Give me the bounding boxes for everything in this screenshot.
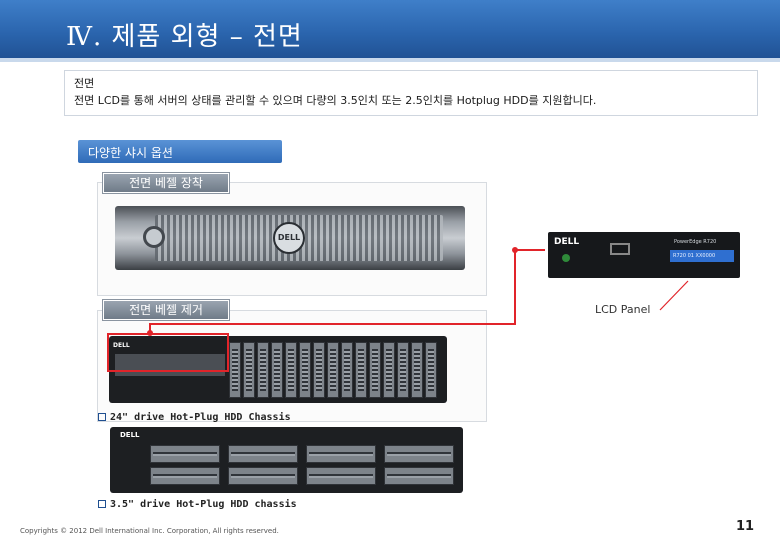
drive-bay	[306, 445, 376, 463]
caption-text: 24" drive Hot-Plug HDD Chassis	[110, 412, 291, 423]
drive-bay	[369, 342, 381, 398]
connector-dot-start	[147, 330, 153, 336]
rack-dell-logo: DELL	[113, 342, 130, 349]
lcd-panel-label: LCD Panel	[595, 303, 651, 316]
drive-bay	[327, 342, 339, 398]
drive-bay	[384, 467, 454, 485]
rack-dell-logo: DELL	[120, 431, 140, 439]
lcd-dell-logo: DELL	[554, 237, 580, 247]
bezel-off-label: 전면 베젤 제거	[103, 300, 229, 320]
drive-bay	[299, 342, 311, 398]
server-2-5-chassis: DELL	[109, 336, 447, 403]
caption-3-5-chassis: 3.5" drive Hot-Plug HDD chassis	[98, 499, 297, 510]
header-bar: Ⅳ. 제품 외형 – 전면	[0, 0, 780, 62]
drive-bay	[306, 467, 376, 485]
drive-bay	[313, 342, 325, 398]
drive-bay	[397, 342, 409, 398]
lcd-panel-closeup: DELL PowerEdge R720 R720 01 XX0000	[548, 232, 740, 278]
intro-heading: 전면	[74, 77, 95, 90]
intro-text: 전면 LCD를 통해 서버의 상태를 관리할 수 있으며 다량의 3.5인치 또…	[74, 94, 597, 107]
page-title: Ⅳ. 제품 외형 – 전면	[66, 22, 303, 52]
copyright-footer: Copyrights © 2012 Dell International Inc…	[20, 527, 279, 535]
drive-bay	[341, 342, 353, 398]
lcd-model-text: PowerEdge R720	[674, 239, 717, 245]
server-with-bezel: DELL	[115, 206, 465, 270]
vga-port-icon	[610, 243, 630, 255]
lcd-screen: R720 01 XX0000	[670, 250, 734, 262]
drive-bay	[383, 342, 395, 398]
lcd-pointer-line	[659, 280, 689, 311]
drive-bay	[150, 467, 220, 485]
connector-dot-end	[512, 247, 518, 253]
drive-bay	[425, 342, 437, 398]
drive-bay	[228, 467, 298, 485]
drive-bay	[229, 342, 241, 398]
caption-text: 3.5" drive Hot-Plug HDD chassis	[110, 499, 297, 510]
drive-bay	[228, 445, 298, 463]
intro-box: 전면 전면 LCD를 통해 서버의 상태를 관리할 수 있으며 다량의 3.5인…	[64, 70, 758, 116]
checkbox-bullet-icon	[98, 500, 106, 508]
server-3-5-chassis: DELL	[110, 427, 463, 493]
drive-bay	[285, 342, 297, 398]
drive-bay	[271, 342, 283, 398]
red-connector-line	[149, 249, 545, 333]
page-number: 11	[736, 519, 755, 534]
drive-bay	[150, 445, 220, 463]
lcd-highlight-box	[107, 333, 229, 372]
checkbox-bullet-icon	[98, 413, 106, 421]
bezel-lock-icon	[143, 226, 165, 248]
drive-bay	[243, 342, 255, 398]
power-led-icon	[562, 254, 570, 262]
caption-2-5-chassis: 24" drive Hot-Plug HDD Chassis	[98, 412, 291, 423]
drive-bay	[411, 342, 423, 398]
drive-bay	[355, 342, 367, 398]
dell-logo-icon: DELL	[273, 222, 305, 254]
drive-bay	[384, 445, 454, 463]
chassis-options-pill: 다양한 샤시 옵션	[78, 140, 282, 163]
drive-bay	[257, 342, 269, 398]
bezel-on-label: 전면 베젤 장착	[103, 173, 229, 193]
